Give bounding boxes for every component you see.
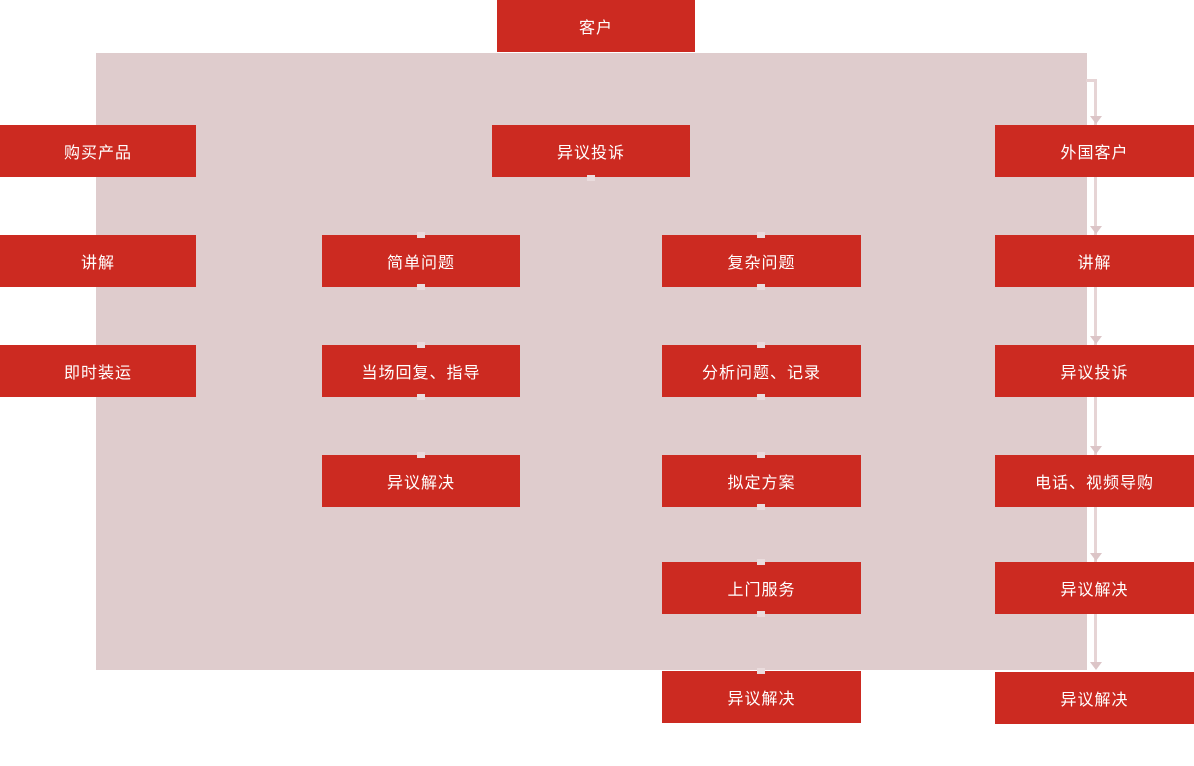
node-foreign-customer: 外国客户 <box>995 125 1194 177</box>
node-customer: 客户 <box>497 0 695 52</box>
connector-stub <box>757 394 765 400</box>
connector-stub <box>417 452 425 458</box>
connector-stub <box>757 232 765 238</box>
connector-stub <box>417 342 425 348</box>
node-phone-video-guide: 电话、视频导购 <box>995 455 1194 507</box>
node-complex-question: 复杂问题 <box>662 235 861 287</box>
node-door-service: 上门服务 <box>662 562 861 614</box>
node-objection-resolved-right-2: 异议解决 <box>995 672 1194 724</box>
node-objection-complaint-center: 异议投诉 <box>492 125 690 177</box>
arrow-down-icon <box>1090 662 1102 670</box>
node-explain-right: 讲解 <box>995 235 1194 287</box>
node-explain-left: 讲解 <box>0 235 196 287</box>
node-draft-plan: 拟定方案 <box>662 455 861 507</box>
arrow-down-icon <box>1090 446 1102 454</box>
connector-stub <box>757 559 765 565</box>
connector-stub <box>757 284 765 290</box>
connector-stub <box>757 611 765 617</box>
arrow-down-icon <box>1090 336 1102 344</box>
connector-stub <box>417 394 425 400</box>
arrow-down-icon <box>1090 226 1102 234</box>
node-instant-shipping: 即时装运 <box>0 345 196 397</box>
connector-elbow-horizontal <box>1086 79 1097 82</box>
connector-stub <box>417 232 425 238</box>
node-objection-resolved-col2: 异议解决 <box>322 455 520 507</box>
connector-stub <box>757 452 765 458</box>
connector-stub <box>757 504 765 510</box>
node-buy-product: 购买产品 <box>0 125 196 177</box>
arrow-down-icon <box>1090 553 1102 561</box>
connector-stub <box>757 668 765 674</box>
connector-stub <box>757 342 765 348</box>
node-analyze-record: 分析问题、记录 <box>662 345 861 397</box>
node-objection-complaint-right: 异议投诉 <box>995 345 1194 397</box>
connector-stub <box>417 284 425 290</box>
connector-stub <box>587 175 595 181</box>
node-onsite-reply-guide: 当场回复、指导 <box>322 345 520 397</box>
node-objection-resolved-col3: 异议解决 <box>662 671 861 723</box>
arrow-down-icon <box>1090 116 1102 124</box>
node-simple-question: 简单问题 <box>322 235 520 287</box>
node-objection-resolved-right-1: 异议解决 <box>995 562 1194 614</box>
